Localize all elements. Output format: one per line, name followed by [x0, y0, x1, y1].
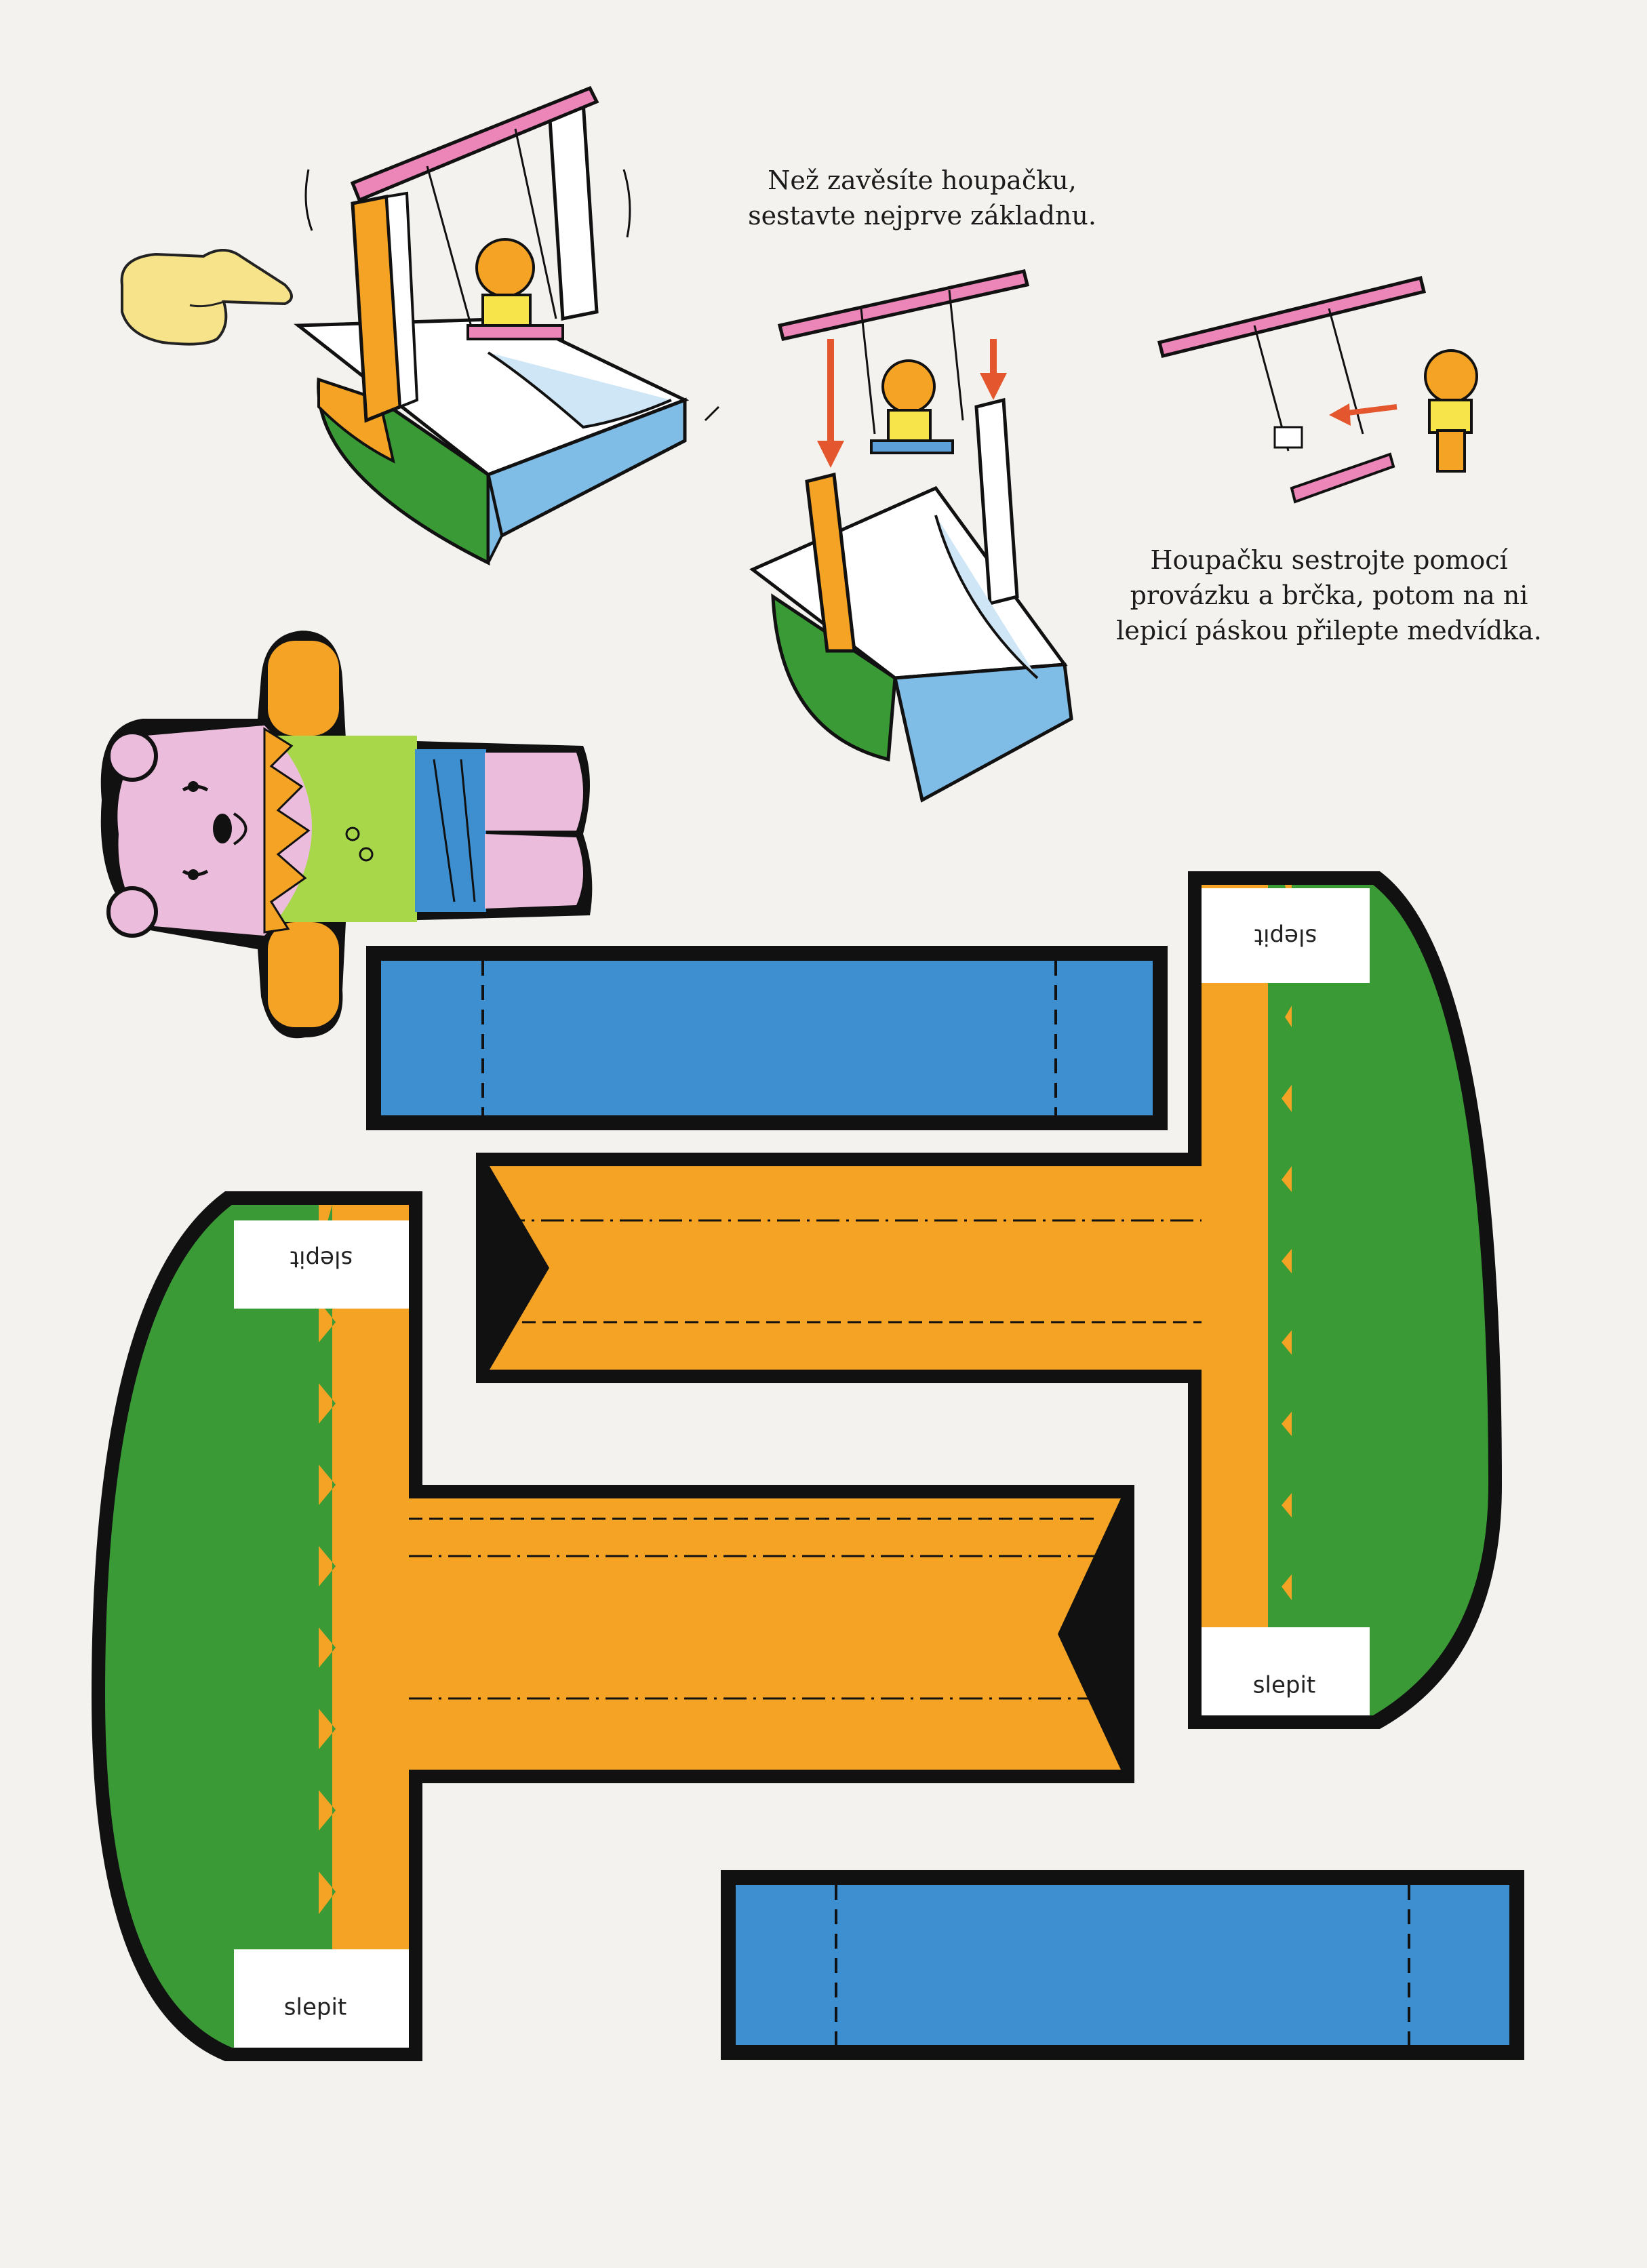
instruction-step-2-line-3: lepicí páskou přilepte medvídka. [1116, 616, 1542, 645]
rocker-piece-right: slepit slepit [476, 871, 1502, 1729]
glue-label-right-top: slepit [1254, 923, 1317, 951]
instruction-step-2: Houpačku sestrojte pomocí provázku a brč… [1085, 542, 1573, 648]
instruction-step-1-line-2: sestavte nejprve základnu. [748, 201, 1096, 231]
instruction-step-1: Než zavěsíte houpačku, sestavte nejprve … [712, 163, 1132, 233]
instruction-step-2-line-2: provázku a brčka, potom na ni [1130, 580, 1528, 610]
glue-label-left-bottom: slepit [284, 1994, 346, 2021]
finished-swing-illustration [120, 85, 720, 566]
instruction-step-2-line-1: Houpačku sestrojte pomocí [1150, 545, 1508, 575]
attach-bear-illustration [1157, 275, 1478, 504]
blue-strip-bottom [721, 1870, 1524, 2060]
blue-strip-top [366, 946, 1168, 1130]
pointing-hand-icon [120, 249, 293, 346]
instruction-step-1-line-1: Než zavěsíte houpačku, [768, 165, 1077, 195]
assembly-step-illustration [749, 269, 1073, 803]
teddy-bear-cutout [100, 631, 593, 1039]
rocker-piece-left: slepit slepit [92, 1191, 1134, 2061]
glue-label-left-top: slepit [290, 1246, 353, 1273]
glue-label-right-bottom: slepit [1253, 1672, 1315, 1699]
